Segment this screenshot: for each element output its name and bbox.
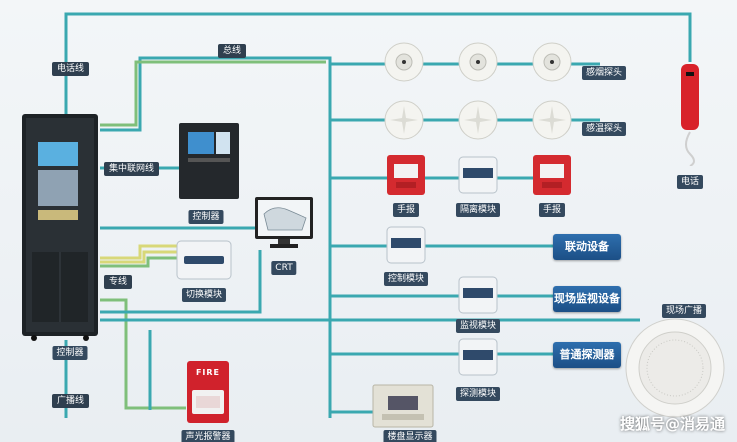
phone-line-label: 电话线 — [52, 62, 90, 76]
bus-line-wire-2 — [100, 60, 326, 127]
fire-telephone[interactable] — [678, 62, 702, 167]
monitor-module-caption: 监视模块 — [455, 319, 501, 333]
temp-detector-2[interactable] — [458, 100, 498, 140]
control-module[interactable] — [386, 226, 426, 264]
manual-call-point-1[interactable] — [386, 154, 426, 196]
cabinet-caption: 控制器 — [52, 346, 88, 360]
control-module-caption: 控制模块 — [383, 272, 429, 286]
floor-display[interactable] — [372, 384, 434, 428]
linkage-device-button[interactable]: 联动设备 — [553, 234, 621, 260]
general-detector-button[interactable]: 普通探测器 — [553, 342, 621, 368]
panel-caption: 控制器 — [188, 210, 224, 224]
broadcast-caption: 现场广播 — [661, 304, 707, 318]
dedicated-line-label: 专线 — [104, 275, 133, 289]
temp-caption: 感温探头 — [581, 122, 627, 136]
broadcast-speaker[interactable] — [625, 318, 725, 418]
alarm-fire-text: FIRE — [195, 368, 221, 377]
network-line-label: 集中联网线 — [104, 162, 160, 176]
site-monitor-device-button[interactable]: 现场监视设备 — [553, 286, 621, 312]
monitor-module[interactable] — [458, 276, 498, 314]
smoke-detector-3[interactable] — [532, 42, 572, 82]
watermark: 搜狐号@消易通 — [619, 415, 725, 433]
broadcast-line-label: 广播线 — [52, 394, 90, 408]
panel-controller[interactable] — [178, 122, 240, 200]
isolation-module[interactable] — [458, 156, 498, 194]
isolation-caption: 隔离模块 — [455, 203, 501, 217]
manual-call-point-2[interactable] — [532, 154, 572, 196]
alarm-caption: 声光报警器 — [181, 430, 235, 442]
phone-caption: 电话 — [676, 175, 704, 189]
switch-module[interactable] — [176, 240, 232, 280]
smoke-detector-1[interactable] — [384, 42, 424, 82]
probe-module[interactable] — [458, 338, 498, 376]
probe-module-caption: 探测模块 — [455, 387, 501, 401]
smoke-detector-2[interactable] — [458, 42, 498, 82]
sound-light-alarm[interactable]: FIRE — [186, 360, 230, 424]
temp-detector-3[interactable] — [532, 100, 572, 140]
manual1-caption: 手报 — [392, 203, 420, 217]
bus-line-label: 总线 — [218, 44, 247, 58]
cabinet-controller[interactable] — [20, 112, 100, 342]
floor-display-caption: 楼盘显示器 — [383, 430, 437, 442]
crt-monitor[interactable] — [254, 196, 314, 250]
smoke-caption: 感烟探头 — [581, 66, 627, 80]
manual2-caption: 手报 — [538, 203, 566, 217]
switch-module-caption: 切换模块 — [181, 288, 227, 302]
crt-caption: CRT — [271, 261, 297, 275]
temp-detector-1[interactable] — [384, 100, 424, 140]
